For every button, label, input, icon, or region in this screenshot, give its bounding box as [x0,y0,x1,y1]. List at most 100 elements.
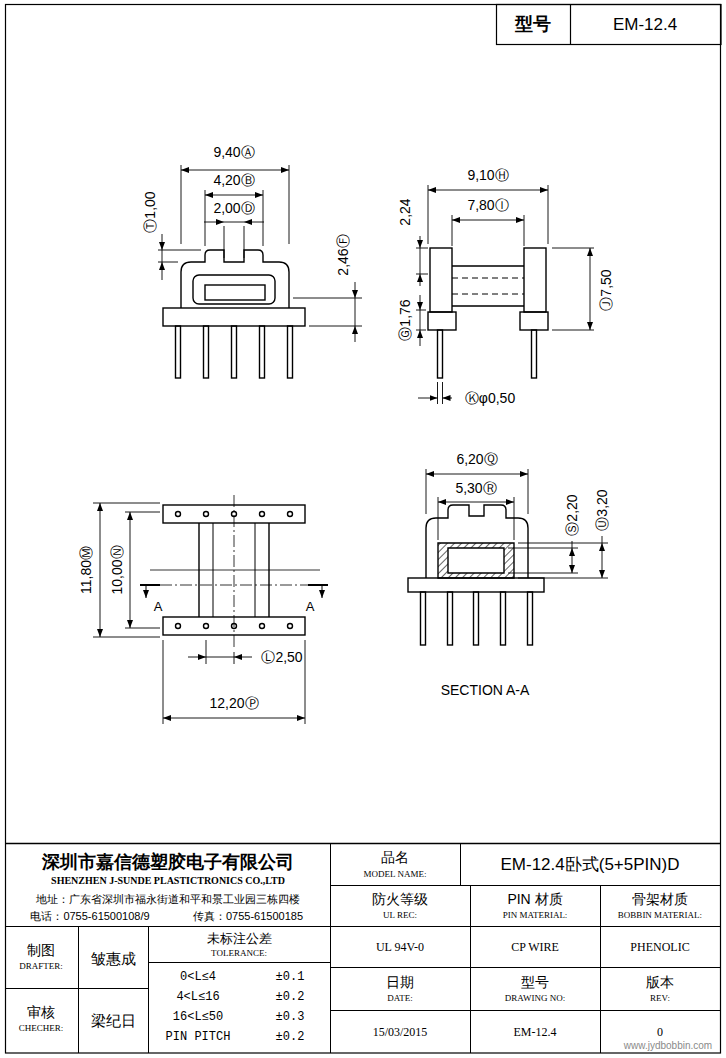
section-view-line [426,505,528,578]
title-block-grid-line [149,962,331,963]
title-block-cell: 0 [657,1026,663,1038]
dimension-label: Ⓚφ0,50 [465,391,515,405]
title-block-grid-line [78,927,79,1054]
dimension-label: 10,00Ⓝ [110,545,124,594]
title-block-cell: DRAFTER: [19,962,63,971]
top-view-line [176,624,181,629]
front-view-line [181,250,289,308]
front-view-line [163,308,305,326]
side-view-line [452,266,524,306]
section-view [408,505,544,645]
side-dimensions-line [418,398,438,399]
title-block-grid-line [331,1010,722,1011]
dimension-label: 9,10Ⓗ [467,168,508,182]
front-dimensions [158,165,362,342]
front-dimensions-line [224,222,244,223]
title-block-grid-line [331,967,722,968]
front-dimensions-line [162,262,163,280]
section-view-line [408,578,544,592]
side-dimensions-line [416,310,426,330]
title-block-cell: 审核 [27,1005,55,1019]
front-view-line [260,326,265,378]
side-dimensions-line [552,248,594,330]
top-view-line [204,512,209,517]
section-mark: A [306,600,315,613]
section-view-line [474,592,479,645]
title-block-cell: EM-12.4 [514,1026,557,1038]
title-block-grid-line [331,885,722,886]
title-block-cell: 4<L≤16 [176,991,219,1003]
title-block-grid-line [600,886,601,1054]
front-dimensions-line [224,226,244,258]
title-block-cell: PIN 材质 [507,892,562,906]
title-block-cell: 日期 [386,975,414,989]
top-view-line [260,512,265,517]
front-dimensions-line [355,326,356,342]
title-block-cell: 0<L≤4 [180,971,216,983]
section-view-line [421,592,426,645]
side-dimensions-line [438,382,443,404]
title-block-grid-line [6,926,722,927]
dimension-label: 7,80Ⓘ [467,198,508,212]
top-dimensions-line [234,657,252,658]
front-view-line [176,326,181,378]
top-dimensions-line [206,640,234,664]
company-info: SHENZHEN J-SUNDE PLASTICTRONICS CO.,LTD [51,876,285,886]
title-block-grid-line [470,886,471,1054]
dimension-label: Ⓢ2,20 [565,494,579,535]
front-dimensions-line [204,222,224,223]
top-dimensions-line [100,503,101,637]
side-view-line [532,330,537,378]
section-view-line [448,592,453,645]
side-dimensions-line [420,295,421,310]
title-block-cell: UL REC: [383,911,417,920]
front-view-line [288,326,293,378]
title-block-cell: 16<L≤50 [173,1011,223,1023]
title-block-grid-line [148,927,149,1054]
sheet-frame-line [497,5,722,45]
dimension-label: 4,20Ⓑ [213,173,254,187]
title-block-cell: 未标注公差 [207,932,272,945]
top-dimensions-line [130,512,131,628]
title-block-grid-line [460,844,461,886]
title-block-cell: EM-12.4卧式(5+5PIN)D [500,856,679,873]
top-view-line [322,585,323,598]
section-view-line [438,543,514,578]
section-mark: A [154,600,163,613]
dimension-label: 2,46Ⓕ [336,234,350,275]
top-view-line [288,624,293,629]
side-dimensions-line [420,248,421,274]
front-dimensions-line [181,165,289,244]
sheet-frame-line [570,5,571,45]
front-dimensions-line [162,234,163,250]
company-info: 电话：0755-61500108/9 [30,911,149,922]
watermark: www.jydbobbin.com [624,1041,712,1051]
top-view-line [146,585,147,598]
dimension-label: 2,00Ⓓ [213,201,254,215]
side-dimensions-line [590,248,591,330]
section-dimensions-line [438,497,514,540]
front-view-line [205,285,265,300]
front-dimensions-line [158,250,201,262]
title-block-cell: 防火等级 [372,892,428,906]
top-view-line [140,584,328,586]
section-title: SECTION A-A [441,683,530,697]
top-dimensions-line [188,657,206,658]
side-view-line [524,248,546,312]
dimension-label: 5,30Ⓡ [455,481,496,495]
top-dimensions-line [163,640,305,724]
title-block-cell: 型号 [521,975,549,989]
front-view [163,250,305,378]
title-block-cell: 品名 [381,850,409,864]
top-view [140,495,328,650]
front-dimensions-line [355,298,356,326]
side-dimensions-line [420,310,421,330]
top-view-line [140,585,328,586]
section-dimensions-line [572,541,573,548]
drawing-number-box: EM-12.4 [613,16,677,33]
dimension-label: Ⓤ3,20 [595,489,609,530]
title-block-cell: 梁纪日 [91,1013,136,1028]
sheet-frame [6,5,722,1054]
title-block-cell: 版本 [646,975,674,989]
dimension-label: 9,40Ⓐ [213,145,254,159]
